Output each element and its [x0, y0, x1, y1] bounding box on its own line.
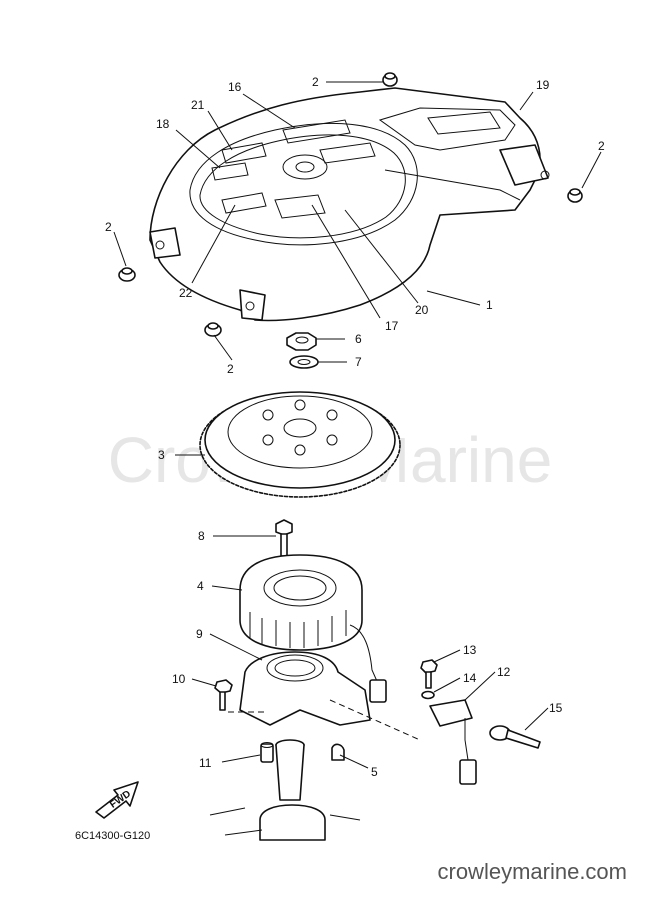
flywheel-cover — [149, 87, 550, 322]
callout-8: 8 — [198, 529, 205, 543]
dowel-pin — [260, 742, 274, 763]
crankshaft — [209, 739, 361, 841]
screw-base — [214, 679, 233, 711]
cable-clamp — [489, 725, 541, 749]
diagram-code: 6C14300-G120 — [75, 830, 150, 842]
callout-7: 7 — [355, 355, 362, 369]
leader-lines — [113, 81, 602, 769]
flywheel — [199, 391, 401, 498]
callout-11: 11 — [199, 756, 212, 770]
callout-13: 13 — [463, 643, 477, 657]
callout-2-top: 2 — [312, 75, 319, 89]
grommet-bottom — [204, 322, 222, 337]
callout-9: 9 — [196, 627, 203, 641]
washer-rectifier — [421, 690, 435, 700]
callout-5: 5 — [371, 765, 378, 779]
callout-21: 21 — [191, 98, 205, 112]
grommet-right — [567, 188, 583, 203]
stator — [239, 554, 381, 689]
pulser-base — [239, 651, 387, 726]
callout-labels: 1 2 2 2 2 3 4 5 6 7 8 9 10 11 12 13 14 1… — [105, 75, 605, 779]
callout-1: 1 — [486, 298, 493, 312]
callout-18: 18 — [156, 117, 170, 131]
callout-2-bottom: 2 — [227, 362, 234, 376]
grommet-left — [118, 267, 136, 282]
rectifier-regulator — [429, 699, 477, 785]
callout-4: 4 — [197, 579, 204, 593]
callout-20: 20 — [415, 303, 429, 317]
callout-10: 10 — [172, 672, 186, 686]
bolt-stator — [275, 519, 293, 557]
grommet-top — [382, 72, 398, 87]
nut — [286, 332, 317, 351]
forward-arrow: FWD — [95, 781, 139, 819]
callout-15: 15 — [549, 701, 563, 715]
woodruff-key — [331, 743, 345, 761]
callout-2-right: 2 — [598, 139, 605, 153]
callout-16: 16 — [228, 80, 242, 94]
callout-14: 14 — [463, 671, 477, 685]
callout-6: 6 — [355, 332, 362, 346]
callout-22: 22 — [179, 286, 193, 300]
site-url: crowleymarine.com — [437, 859, 628, 884]
callout-17: 17 — [385, 319, 399, 333]
callout-3: 3 — [158, 448, 165, 462]
callout-2-left: 2 — [105, 220, 112, 234]
washer — [289, 355, 319, 369]
bolt-rectifier — [420, 659, 438, 689]
callout-19: 19 — [536, 78, 550, 92]
callout-12: 12 — [497, 665, 511, 679]
